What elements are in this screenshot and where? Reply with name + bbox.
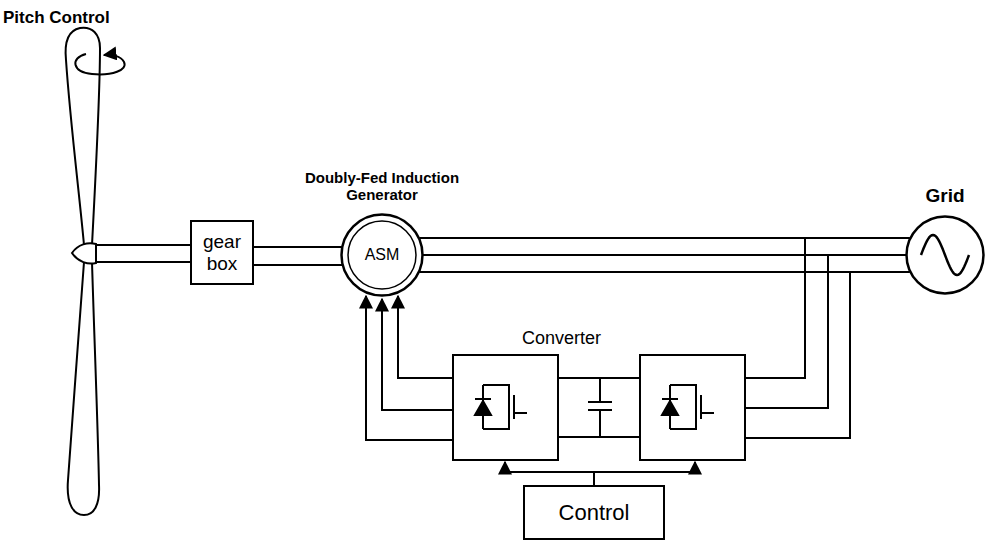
connector-line [254, 246, 342, 248]
node-text: ASM [365, 246, 400, 264]
igbt-diode-symbol [662, 385, 714, 429]
grid-side-converter [640, 355, 745, 460]
igbt-diode-symbol [475, 385, 527, 429]
node-text: gear box [192, 231, 252, 275]
control-box: Control [523, 485, 665, 540]
node-text: Control [559, 500, 630, 525]
connector-line [254, 264, 342, 266]
node-outline [905, 215, 985, 295]
rotor-blade [68, 262, 99, 515]
pitch-control-label: Pitch Control [3, 8, 110, 28]
node-heading: Doubly-Fed Induction Generator [302, 169, 462, 204]
gearbox: gear box [190, 220, 254, 285]
connector-line [419, 271, 910, 273]
connector-line [423, 254, 906, 256]
node-heading: Grid [910, 185, 980, 207]
pitch-arrow [75, 54, 124, 74]
grid-side-wires [745, 238, 850, 438]
generator-circle: Doubly-Fed Induction GeneratorASM [340, 213, 424, 297]
connector-line [419, 237, 910, 239]
rotor-hub [72, 243, 96, 263]
converter-label: Converter [522, 328, 601, 349]
grid-source: Grid [905, 215, 985, 295]
connector [254, 247, 342, 265]
connector [419, 238, 910, 272]
rotor-wires [366, 296, 453, 440]
shaft [96, 261, 190, 263]
rotor-blade [66, 28, 100, 245]
rotor-side-converter [453, 355, 558, 460]
shaft [96, 244, 190, 246]
control-signals [505, 462, 695, 485]
dc-link [558, 378, 640, 437]
